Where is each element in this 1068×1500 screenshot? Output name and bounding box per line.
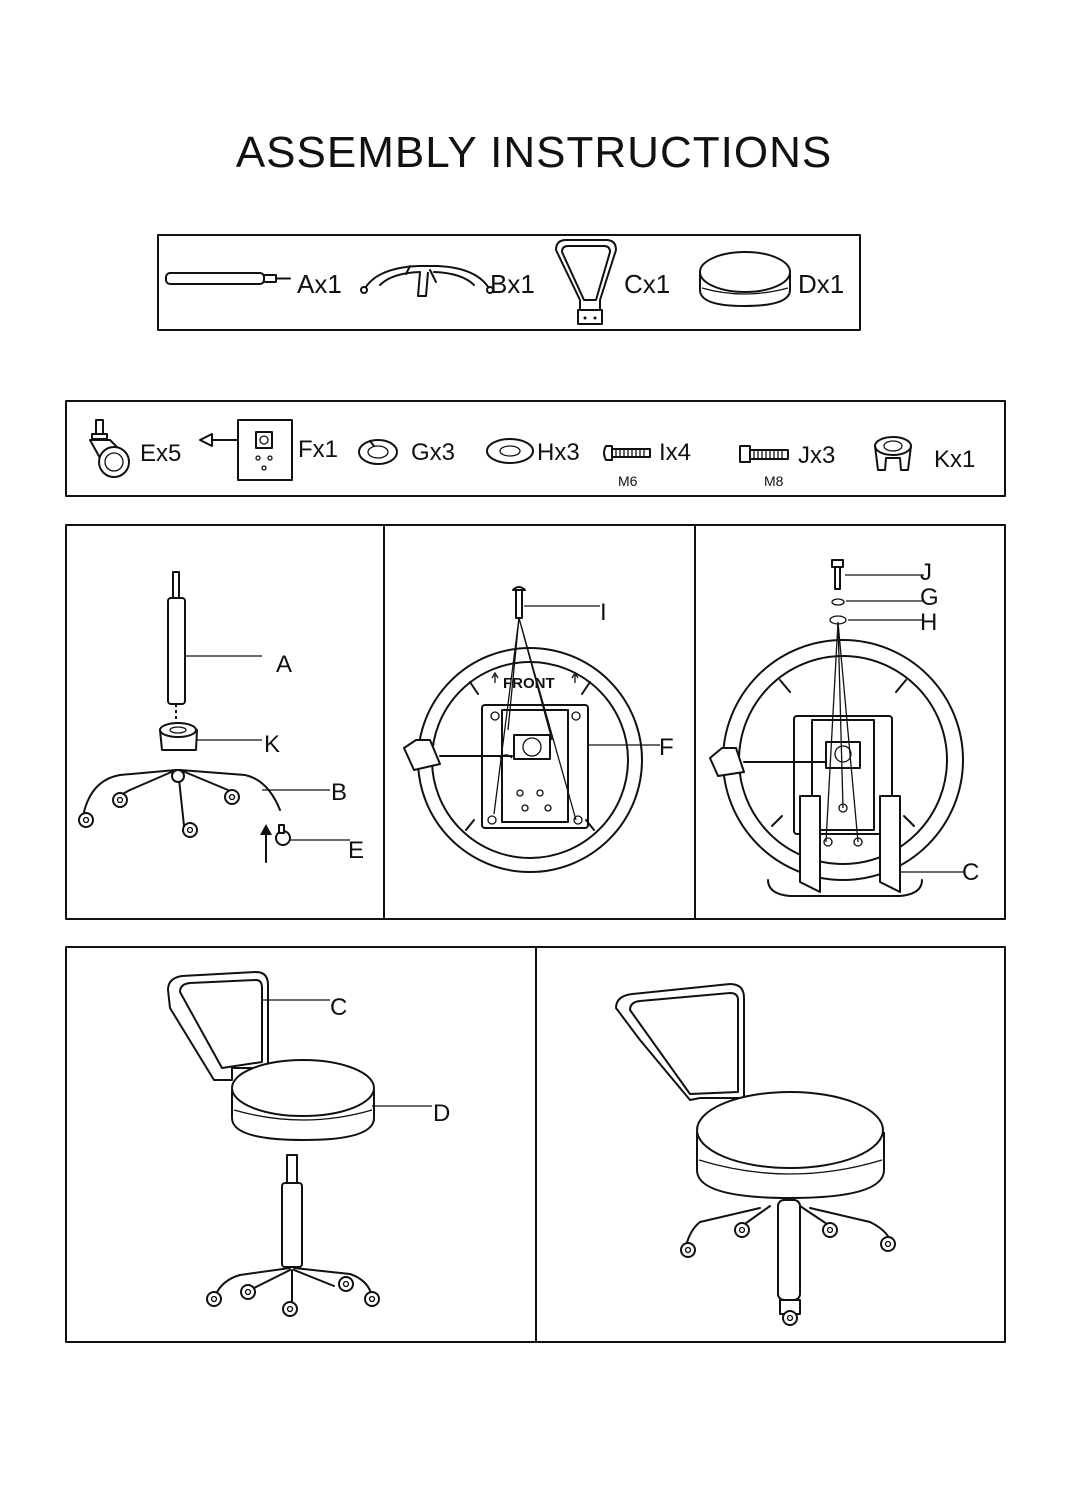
part-b-label: Bx1 bbox=[490, 269, 535, 299]
front-label: FRONT bbox=[503, 675, 555, 692]
part-i-size: M6 bbox=[618, 473, 638, 489]
backrest-frame-icon bbox=[555, 239, 617, 325]
part-a-label: Ax1 bbox=[297, 269, 342, 299]
cylinder-cover-icon bbox=[874, 436, 912, 471]
step1-label-a: A bbox=[276, 651, 292, 678]
gas-lift-icon bbox=[165, 272, 291, 285]
star-base-icon bbox=[360, 265, 494, 297]
part-d-label: Dx1 bbox=[798, 269, 844, 299]
steps-1-3-frame bbox=[65, 524, 1006, 920]
step3-label-g: G bbox=[920, 584, 939, 611]
part-j-label: Jx3 bbox=[798, 442, 835, 469]
bolt-m6-icon bbox=[603, 445, 651, 461]
step5-panel bbox=[615, 983, 896, 1326]
part-c-label: Cx1 bbox=[624, 269, 670, 299]
step2-label-f: F bbox=[659, 734, 674, 761]
page-title: ASSEMBLY INSTRUCTIONS bbox=[235, 128, 833, 177]
step1-panel: A K B E bbox=[78, 571, 364, 864]
step3-label-h: H bbox=[920, 609, 937, 636]
tilt-mechanism-icon bbox=[199, 419, 293, 481]
step3-label-c: C bbox=[962, 859, 979, 886]
parts-box-1 bbox=[157, 234, 861, 331]
step4-panel: C D bbox=[167, 971, 450, 1317]
spring-washer-icon bbox=[358, 439, 398, 465]
step2-label-i: I bbox=[600, 599, 607, 626]
step1-label-e: E bbox=[348, 837, 364, 864]
parts-box-2 bbox=[65, 400, 1006, 497]
seat-cushion-icon bbox=[699, 251, 791, 307]
part-i-label: Ix4 bbox=[659, 439, 691, 466]
flat-washer-icon bbox=[486, 438, 534, 464]
step4-label-d: D bbox=[433, 1100, 450, 1127]
part-h-label: Hx3 bbox=[537, 439, 580, 466]
part-f-label: Fx1 bbox=[298, 436, 338, 463]
part-e-label: Ex5 bbox=[140, 440, 181, 467]
step3-panel: J G H C bbox=[709, 559, 979, 897]
bolt-m8-icon bbox=[739, 445, 789, 463]
step2-panel: FRONT I F bbox=[403, 586, 674, 873]
step1-label-b: B bbox=[331, 779, 347, 806]
part-g-label: Gx3 bbox=[411, 439, 455, 466]
caster-icon bbox=[89, 419, 130, 478]
part-k-label: Kx1 bbox=[934, 446, 975, 473]
step1-label-k: K bbox=[264, 731, 280, 758]
step4-label-c: C bbox=[330, 994, 347, 1021]
step3-label-j: J bbox=[920, 559, 932, 586]
part-j-size: M8 bbox=[764, 473, 784, 489]
